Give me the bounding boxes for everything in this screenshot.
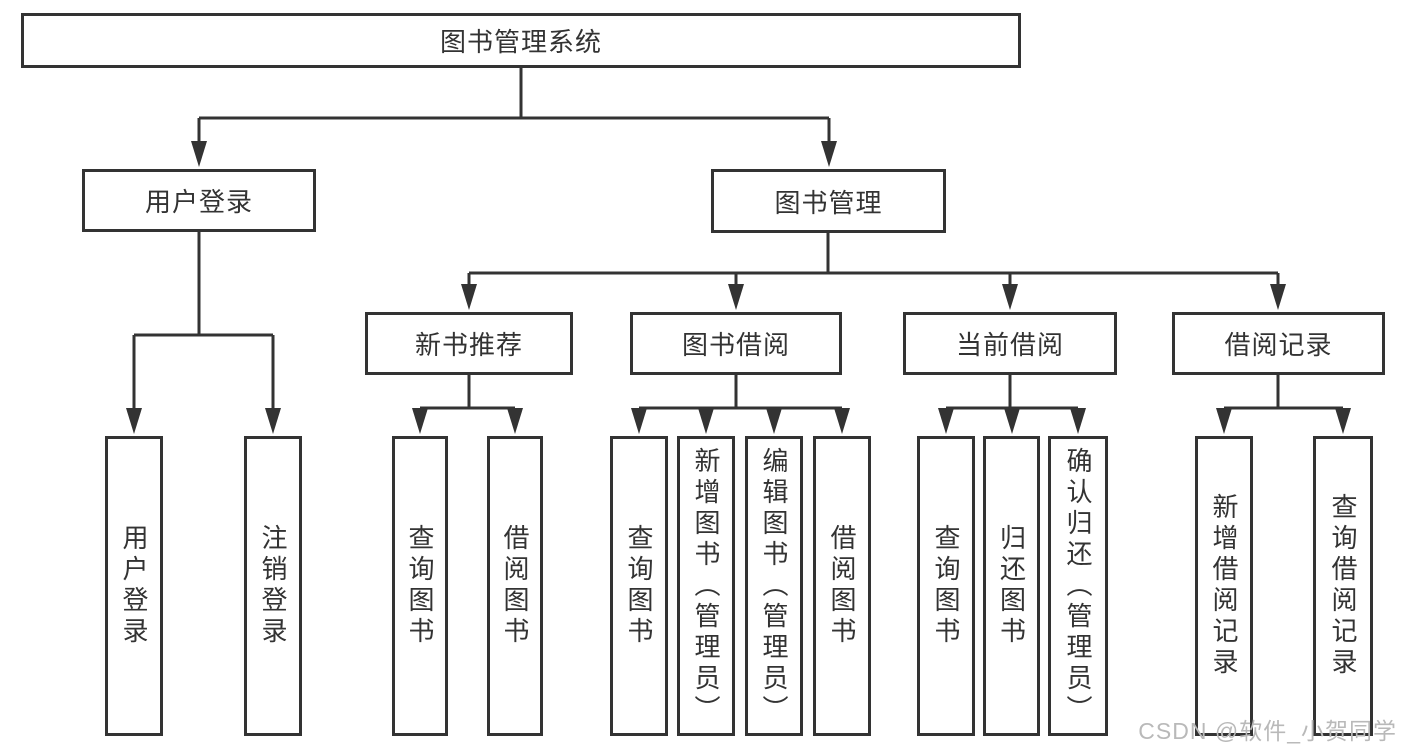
leaf-borrow-add-book-admin-label: 新增图书（管理员） (691, 446, 721, 726)
node-borrow-records: 借阅记录 (1172, 312, 1385, 375)
leaf-borrow-borrow-book-label: 借阅图书 (827, 524, 857, 648)
leaf-current-return-book-label: 归还图书 (996, 524, 1027, 648)
leaf-login-logout-label: 注销登录 (258, 524, 288, 648)
csdn-watermark: CSDN @软件_小贺同学 (1138, 718, 1397, 744)
node-user-login: 用户登录 (82, 169, 316, 232)
leaf-records-query-record-label: 查询借阅记录 (1328, 493, 1358, 679)
leaf-login-user-login: 用户登录 (105, 436, 163, 736)
leaf-borrow-query-book-label: 查询图书 (624, 524, 654, 648)
node-root-label: 图书管理系统 (439, 27, 602, 57)
node-borrow-records-label: 借阅记录 (1224, 330, 1333, 360)
leaf-current-confirm-return-admin-label: 确认归还（管理员） (1063, 446, 1093, 726)
leaf-borrow-add-book-admin: 新增图书（管理员） (677, 436, 735, 736)
arrowheads (126, 141, 1351, 434)
leaf-current-query-book-label: 查询图书 (931, 524, 961, 648)
leaf-current-confirm-return-admin: 确认归还（管理员） (1048, 436, 1108, 736)
node-root: 图书管理系统 (21, 13, 1021, 68)
leaf-current-return-book: 归还图书 (983, 436, 1040, 736)
node-book-borrow: 图书借阅 (630, 312, 842, 375)
leaf-recommend-borrow-book-label: 借阅图书 (500, 524, 530, 648)
leaf-recommend-query-book-label: 查询图书 (405, 524, 435, 648)
node-user-login-label: 用户登录 (144, 187, 253, 217)
leaf-borrow-edit-book-admin: 编辑图书（管理员） (745, 436, 803, 736)
node-book-management: 图书管理 (711, 169, 946, 233)
leaf-borrow-query-book: 查询图书 (610, 436, 668, 736)
node-book-management-label: 图书管理 (774, 187, 883, 218)
leaf-current-query-book: 查询图书 (917, 436, 975, 736)
node-current-borrow: 当前借阅 (903, 312, 1117, 375)
leaf-records-query-record: 查询借阅记录 (1313, 436, 1373, 736)
leaf-records-add-record: 新增借阅记录 (1195, 436, 1253, 736)
node-new-book-recommend: 新书推荐 (365, 312, 573, 375)
leaf-recommend-query-book: 查询图书 (392, 436, 448, 736)
leaf-borrow-edit-book-admin-label: 编辑图书（管理员） (759, 446, 789, 726)
node-current-borrow-label: 当前借阅 (955, 330, 1064, 360)
node-book-borrow-label: 图书借阅 (681, 330, 790, 360)
leaf-recommend-borrow-book: 借阅图书 (487, 436, 543, 736)
leaf-login-user-login-label: 用户登录 (119, 524, 149, 648)
leaf-login-logout: 注销登录 (244, 436, 302, 736)
leaf-borrow-borrow-book: 借阅图书 (813, 436, 871, 736)
node-new-book-recommend-label: 新书推荐 (414, 330, 523, 360)
leaf-records-add-record-label: 新增借阅记录 (1209, 493, 1239, 679)
